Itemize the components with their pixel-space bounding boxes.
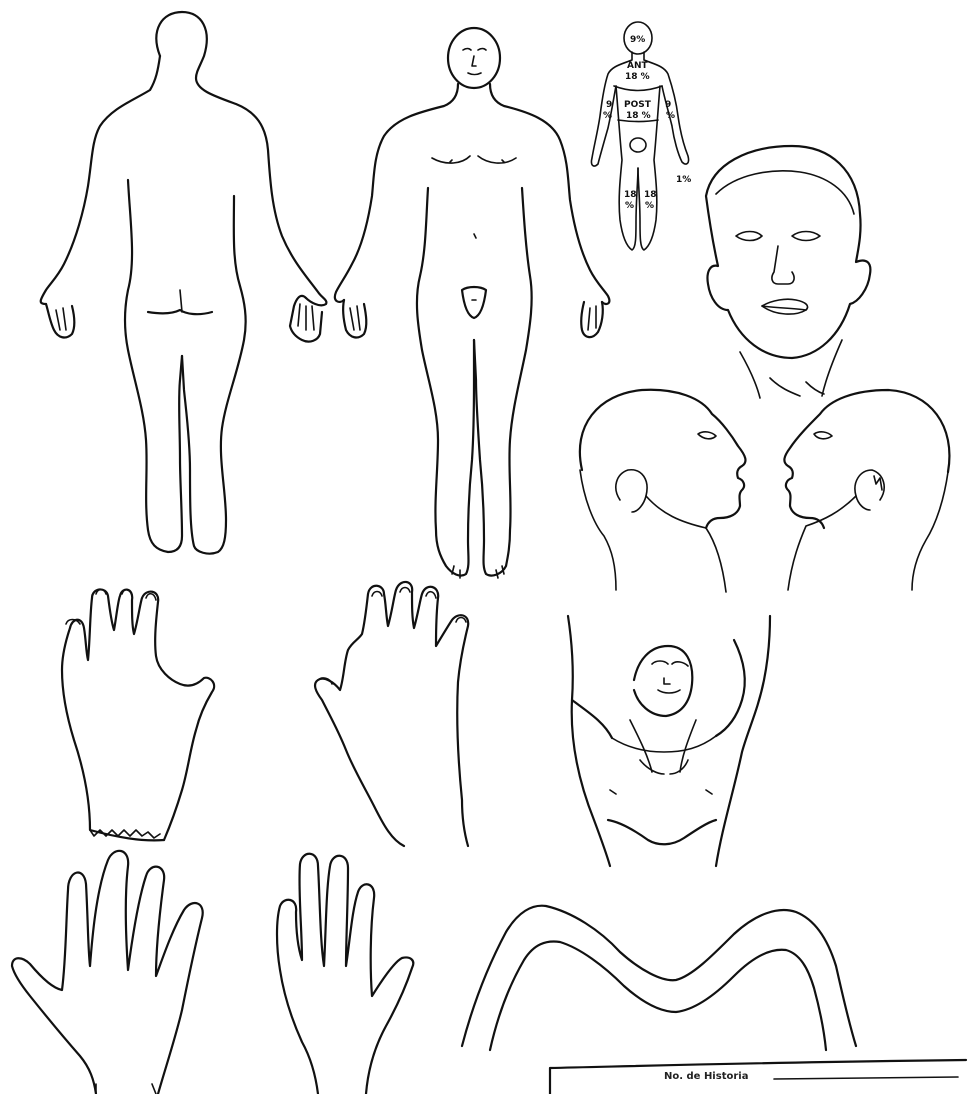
burn-right-leg-bottom: % [645, 201, 654, 211]
thighs-view [462, 906, 856, 1050]
palm-right [277, 854, 413, 1094]
neck-chest-view [568, 616, 770, 866]
burn-posterior-label: POST [624, 100, 652, 110]
burn-left-leg-top: 18 [624, 190, 637, 200]
figure-back-view [41, 12, 327, 554]
burn-left-arm-bottom: % [603, 111, 612, 121]
burn-head-pct: 9% [630, 35, 645, 45]
figure-burn-chart: 9% ANT 18 % POST 18 % 9 % 9 % 1% 18 % 18… [591, 22, 691, 250]
face-profile-right [580, 390, 746, 592]
burn-anterior-label: ANT [627, 61, 648, 71]
history-number-label: No. de Historia [664, 1071, 748, 1082]
face-front-view [706, 146, 870, 398]
burn-genital-pct: 1% [676, 175, 691, 185]
burn-right-leg-top: 18 [644, 190, 657, 200]
face-profile-left [784, 390, 949, 590]
history-number-line [774, 1077, 958, 1079]
burn-anterior-pct: 18 % [625, 72, 650, 82]
hand-dorsal-right [315, 582, 468, 846]
burn-right-arm-top: 9 [665, 100, 671, 110]
history-number-field: No. de Historia [550, 1060, 966, 1094]
burn-left-arm-top: 9 [606, 100, 612, 110]
palm-left [12, 851, 203, 1094]
figure-front-view [335, 28, 609, 578]
burn-left-leg-bottom: % [625, 201, 634, 211]
hand-dorsal-left [62, 589, 214, 840]
burn-right-arm-bottom: % [666, 111, 675, 121]
burn-posterior-pct: 18 % [626, 111, 651, 121]
